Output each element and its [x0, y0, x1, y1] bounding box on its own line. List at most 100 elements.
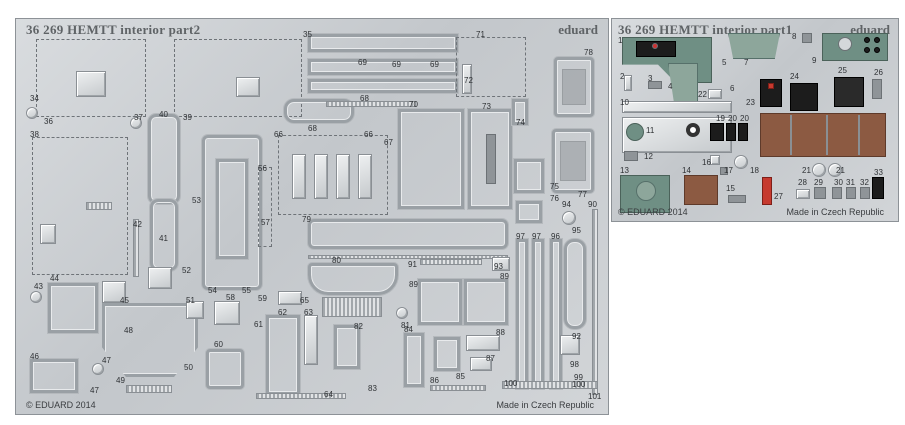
part-number: 16 [702, 158, 711, 167]
part-number: 89 [500, 272, 509, 281]
part-number: 76 [550, 194, 559, 203]
part-number: 69 [392, 60, 401, 69]
part-bit-92 [560, 335, 580, 355]
part-brown-divider-a [790, 115, 792, 155]
part-bit-93 [492, 257, 510, 271]
part-number: 90 [588, 200, 597, 209]
part-bit-28 [796, 189, 810, 199]
part-number: 70 [409, 100, 418, 109]
part-bit-26 [872, 79, 882, 99]
part-strip-68 [326, 101, 416, 107]
part-disc-94 [562, 211, 576, 225]
part-number: 45 [120, 296, 129, 305]
part-number: 4 [668, 82, 673, 91]
part-number: 20 [728, 114, 737, 123]
part-number: 14 [682, 166, 691, 175]
part-strip-100 [502, 381, 598, 389]
part-panel-34 [36, 39, 146, 117]
part-disc-36 [26, 107, 38, 119]
part-number: 34 [30, 94, 39, 103]
part-gauge-9e [874, 47, 880, 53]
part-number: 9 [812, 56, 817, 65]
part-strip-72 [462, 64, 472, 94]
part-number: 21 [836, 166, 845, 175]
part-number: 96 [551, 232, 560, 241]
part-number: 44 [50, 274, 59, 283]
part-number: 86 [430, 376, 439, 385]
part-frame-69a [308, 34, 458, 52]
part-number: 27 [774, 192, 783, 201]
part-frame-40 [148, 114, 180, 204]
part-number: 37 [134, 113, 143, 122]
part-number: 67 [384, 138, 393, 147]
part-box-46 [30, 359, 78, 393]
part-bar-79 [308, 219, 508, 249]
part-number: 99 [574, 373, 583, 382]
part-number: 10 [620, 98, 629, 107]
part-panel-19 [710, 123, 724, 141]
part-box-38 [40, 224, 56, 244]
part-disc-17 [734, 155, 748, 169]
part-frame-56 [258, 167, 272, 247]
part-disc-81 [396, 307, 408, 319]
part-bit-31 [846, 187, 856, 199]
part-number: 61 [254, 320, 263, 329]
part-box-62 [266, 315, 300, 395]
part-window-78 [554, 57, 594, 117]
part-number: 30 [834, 178, 843, 187]
part-number: 19 [716, 114, 725, 123]
part-number: 56 [258, 164, 267, 173]
part-switch-8 [802, 33, 812, 43]
part-number: 49 [116, 376, 125, 385]
part-number: 11 [646, 126, 655, 135]
part-frame-54-inner [216, 159, 248, 259]
part-box-75 [514, 159, 544, 193]
part-bit-58 [214, 301, 240, 325]
part-slat-66b [314, 154, 328, 199]
part-number: 80 [332, 256, 341, 265]
part-number: 3 [648, 74, 653, 83]
part-number: 68 [308, 124, 317, 133]
fret-part2-brand: eduard [558, 22, 598, 37]
part-number: 82 [354, 322, 363, 331]
part-brown-divider-c [858, 115, 860, 155]
part-number: 88 [496, 328, 505, 337]
part-bit-22 [708, 89, 722, 99]
part-number: 41 [159, 234, 168, 243]
part-bit-18 [720, 167, 728, 175]
part-bit-87 [470, 357, 492, 371]
part-gauge-9d [864, 47, 870, 53]
part-number: 8 [792, 32, 797, 41]
part-number: 18 [750, 166, 759, 175]
part-strip-64 [256, 393, 346, 399]
part-number: 78 [584, 48, 593, 57]
part-number: 42 [133, 220, 142, 229]
part-rail-97a [516, 239, 528, 389]
part-number: 36 [44, 117, 53, 126]
part-number: 29 [814, 178, 823, 187]
part-strip-91 [420, 259, 482, 265]
part-number: 52 [182, 266, 191, 275]
part-gauge-9b [864, 37, 870, 43]
part-number: 73 [482, 102, 491, 111]
part-frame-54 [202, 135, 262, 290]
part-panel-23 [760, 79, 782, 107]
part-box-76 [516, 201, 542, 223]
part-number: 68 [360, 94, 369, 103]
fret-part2-title: 36 269 HEMTT interior part2 [26, 22, 201, 37]
part-number: 40 [159, 110, 168, 119]
part-panel-48 [102, 303, 198, 377]
part-number: 87 [486, 354, 495, 363]
part-trough-80 [308, 263, 398, 295]
part-panel-20b [738, 123, 748, 141]
part-rail-96 [550, 239, 562, 389]
part-number: 6 [730, 84, 735, 93]
part-number: 21 [802, 166, 811, 175]
part-bit-63 [304, 315, 318, 365]
part-panel-20a [726, 123, 736, 141]
part-number: 101 [588, 392, 602, 401]
part-box-73 [468, 109, 512, 209]
part-panel-38 [32, 137, 128, 275]
part-number: 25 [838, 66, 847, 75]
part-panel-44 [48, 283, 98, 333]
